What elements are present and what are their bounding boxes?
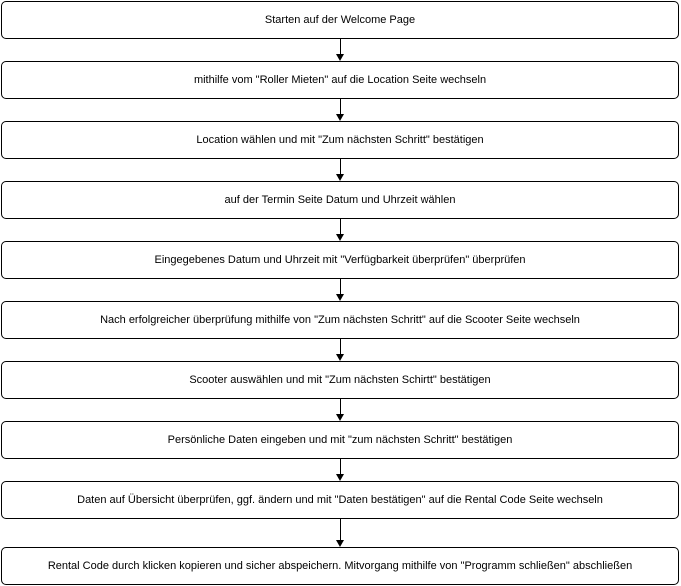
step-5: Eingegebenes Datum und Uhrzeit mit "Verf… <box>1 241 679 279</box>
step-4-label: auf der Termin Seite Datum und Uhrzeit w… <box>224 194 456 206</box>
connector-2 <box>340 99 341 114</box>
step-8-label: Persönliche Daten eingeben und mit "zum … <box>167 434 513 446</box>
step-2-label: mithilfe vom "Roller Mieten" auf die Loc… <box>193 74 487 86</box>
step-7-label: Scooter auswählen und mit "Zum nächsten … <box>189 374 491 386</box>
arrow-head-5 <box>336 294 344 301</box>
arrow-head-9 <box>336 540 344 547</box>
connector-9 <box>340 519 341 540</box>
step-1: Starten auf der Welcome Page <box>1 1 679 39</box>
arrow-head-3 <box>336 174 344 181</box>
connector-4 <box>340 219 341 234</box>
step-4: auf der Termin Seite Datum und Uhrzeit w… <box>1 181 679 219</box>
connector-1 <box>340 39 341 54</box>
arrow-head-7 <box>336 414 344 421</box>
connector-7 <box>340 399 341 414</box>
step-6: Nach erfolgreicher überprüfung mithilfe … <box>1 301 679 339</box>
step-2: mithilfe vom "Roller Mieten" auf die Loc… <box>1 61 679 99</box>
step-9-label: Daten auf Übersicht überprüfen, ggf. änd… <box>77 494 603 506</box>
connector-8 <box>340 459 341 474</box>
arrow-head-6 <box>336 354 344 361</box>
arrow-head-1 <box>336 54 344 61</box>
step-10-label: Rental Code durch klicken kopieren und s… <box>47 560 633 572</box>
connector-5 <box>340 279 341 294</box>
step-9: Daten auf Übersicht überprüfen, ggf. änd… <box>1 481 679 519</box>
step-8: Persönliche Daten eingeben und mit "zum … <box>1 421 679 459</box>
step-10: Rental Code durch klicken kopieren und s… <box>1 547 679 585</box>
step-7: Scooter auswählen und mit "Zum nächsten … <box>1 361 679 399</box>
connector-6 <box>340 339 341 354</box>
step-1-label: Starten auf der Welcome Page <box>264 14 416 26</box>
arrow-head-8 <box>336 474 344 481</box>
step-3: Location wählen und mit "Zum nächsten Sc… <box>1 121 679 159</box>
step-5-label: Eingegebenes Datum und Uhrzeit mit "Verf… <box>154 254 526 266</box>
arrow-head-4 <box>336 234 344 241</box>
arrow-head-2 <box>336 114 344 121</box>
step-6-label: Nach erfolgreicher überprüfung mithilfe … <box>100 314 580 326</box>
connector-3 <box>340 159 341 174</box>
step-3-label: Location wählen und mit "Zum nächsten Sc… <box>196 134 484 146</box>
